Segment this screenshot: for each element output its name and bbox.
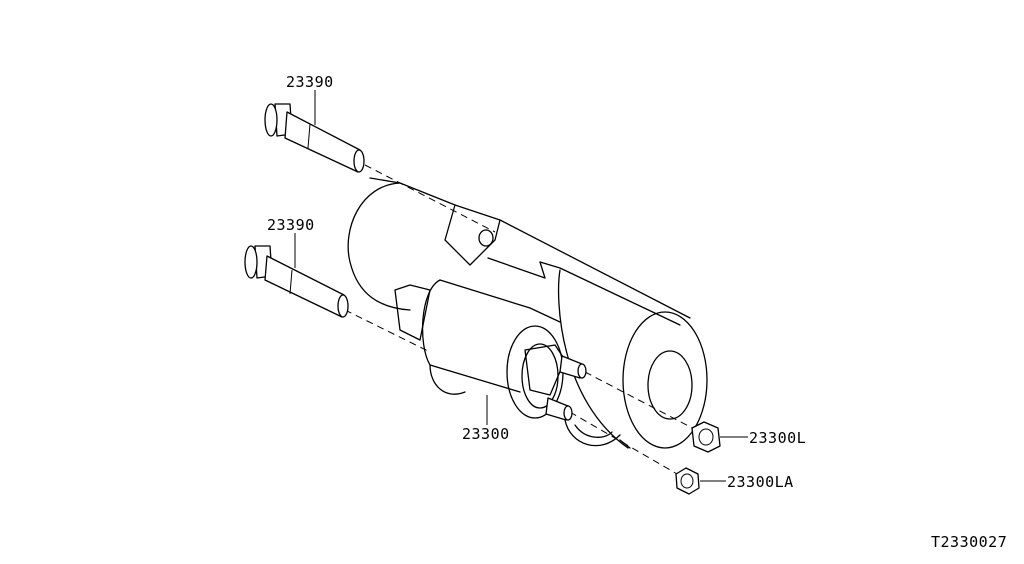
label-bolt-upper: 23390	[286, 73, 334, 91]
upper-nut	[691, 421, 721, 453]
lower-nut	[675, 467, 700, 495]
lower-bolt	[244, 245, 349, 318]
diagram-code: T2330027	[931, 533, 1008, 551]
starter-motor	[347, 177, 708, 449]
upper-bolt	[264, 103, 365, 173]
label-bolt-lower: 23390	[267, 216, 315, 234]
label-starter: 23300	[462, 425, 510, 443]
leader-lines	[294, 90, 748, 482]
assembly-dash-lines	[344, 164, 701, 479]
label-nut-lower: 23300LA	[727, 473, 794, 491]
label-nut-upper: 23300L	[749, 429, 807, 447]
